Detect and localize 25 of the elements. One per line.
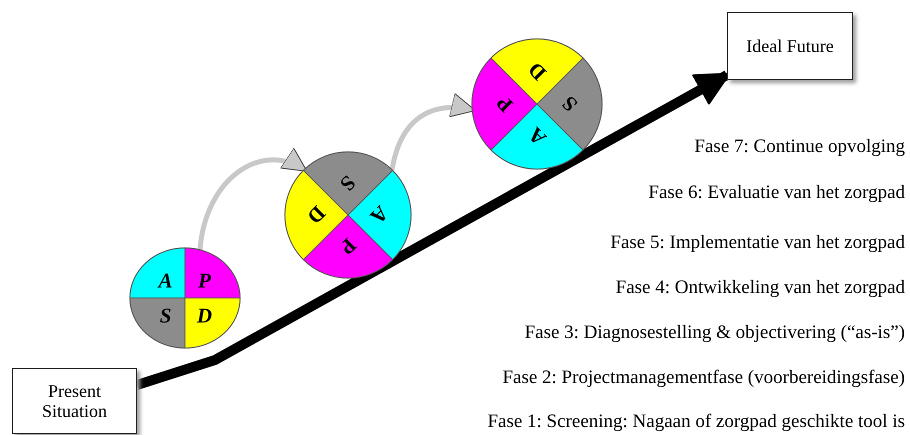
quadrant-letter: P <box>491 90 518 118</box>
state-box: Ideal Future <box>727 12 853 80</box>
quadrant-letter: P <box>198 268 211 292</box>
quadrant-letter: P <box>334 233 362 260</box>
phase-label: Fase 4: Ontwikkeling van het zorgpad <box>616 277 905 299</box>
quadrant-letter: S <box>556 91 582 117</box>
pdca-wheel <box>129 247 241 349</box>
phase-label: Fase 1: Screening: Nagaan of zorgpad geschikte tool is <box>487 411 905 433</box>
quadrant-letter: D <box>302 201 330 229</box>
state-box: Present Situation <box>12 368 137 434</box>
quadrant-letter: D <box>196 304 212 328</box>
phase-label: Fase 6: Evaluatie van het zorgpad <box>648 182 905 204</box>
phase-label: Fase 3: Diagnosestelling & objectivering (“as-is”) <box>524 322 905 344</box>
quadrant-letter: A <box>523 122 551 150</box>
quadrant-letter: S <box>335 170 361 196</box>
pdca-wheel <box>284 151 412 279</box>
phase-label: Fase 5: Implementatie van het zorgpad <box>610 232 905 254</box>
quadrant-letter: S <box>160 304 172 328</box>
phase-label: Fase 7: Continue opvolging <box>694 136 905 158</box>
quadrant-letter: D <box>523 58 551 86</box>
quadrant-letter: A <box>366 201 394 229</box>
quadrant-letter: A <box>158 268 173 292</box>
curved-arrow <box>198 148 308 250</box>
phase-label: Fase 2: Projectmanagementfase (voorbereidingsfase) <box>502 367 905 389</box>
pdca-wheel <box>471 38 603 170</box>
